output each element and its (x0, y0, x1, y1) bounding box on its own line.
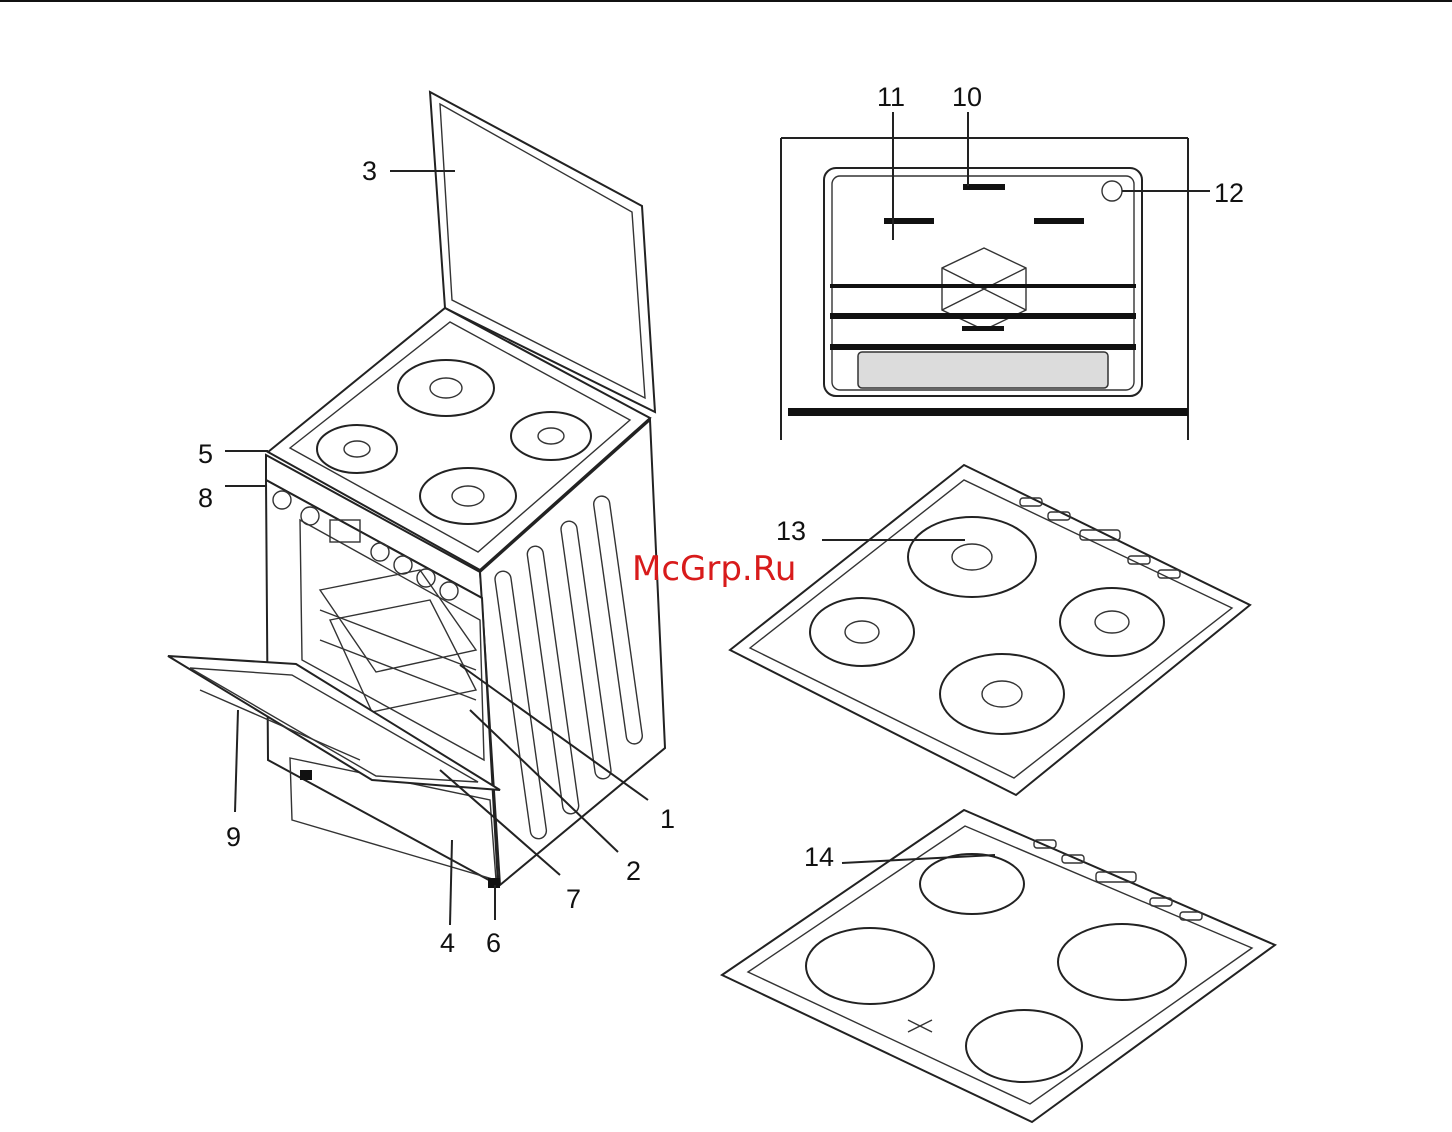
callout-1: 1 (660, 804, 675, 834)
callout-3: 3 (362, 156, 377, 186)
callout-11: 11 (877, 82, 905, 112)
callout-2: 2 (626, 856, 641, 886)
callout-13: 13 (776, 516, 806, 546)
cooker-illustration (168, 92, 665, 888)
callout-10: 10 (952, 82, 982, 112)
callout-14: 14 (804, 842, 834, 872)
callout-12: 12 (1214, 178, 1244, 208)
callout-8: 8 (198, 483, 213, 513)
callout-4: 4 (440, 928, 455, 958)
watermark: McGrp.Ru (632, 549, 796, 589)
callout-6: 6 (486, 928, 501, 958)
callout-7: 7 (566, 884, 581, 914)
oven-interior-illustration (781, 138, 1188, 440)
callout-9: 9 (226, 822, 241, 852)
hob-hotplates-illustration (730, 465, 1250, 795)
callout-5: 5 (198, 439, 213, 469)
